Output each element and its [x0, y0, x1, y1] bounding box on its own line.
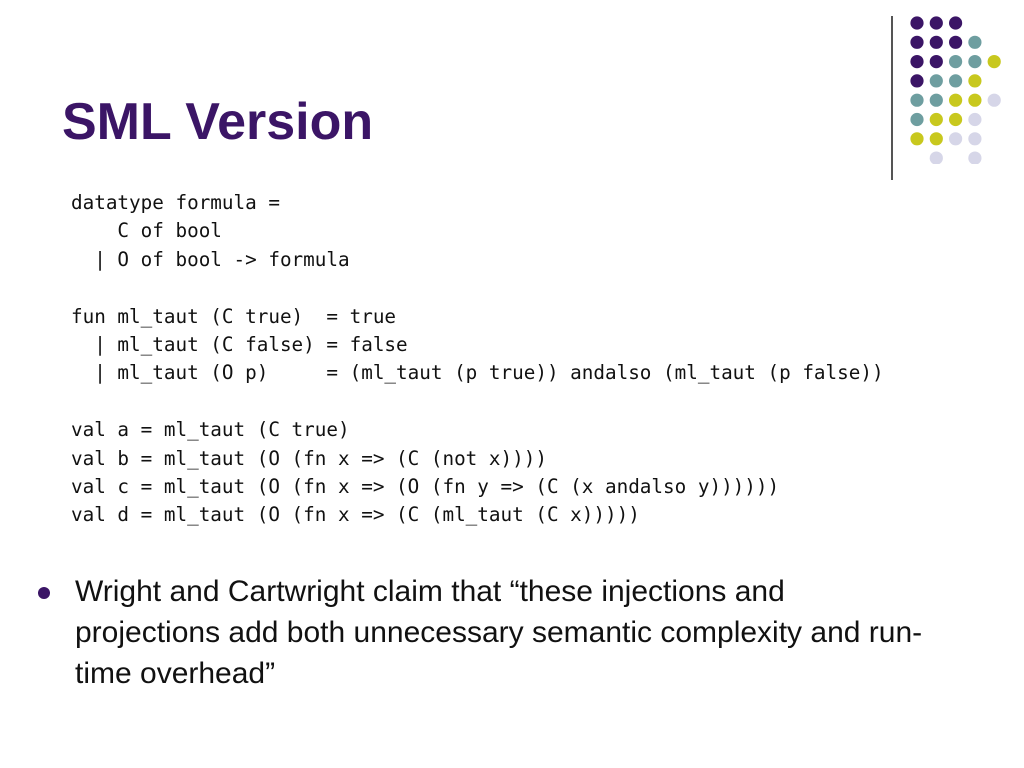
decorative-dot — [968, 112, 982, 127]
slide-title: SML Version — [62, 93, 374, 151]
code-line — [71, 388, 884, 416]
decorative-dot — [949, 132, 963, 146]
decorative-dot — [968, 35, 982, 49]
decorative-dot — [910, 55, 924, 69]
decorative-dot — [949, 55, 963, 69]
decorative-dot — [929, 35, 943, 49]
code-line: | O of bool -> formula — [71, 247, 350, 271]
code-line: val c = ml_taut (O (fn x => (O (fn y => … — [71, 474, 780, 498]
decorative-dot — [910, 35, 924, 49]
decorative-dot — [910, 112, 924, 127]
decorative-dot — [929, 93, 943, 107]
decorative-dot — [949, 112, 963, 127]
decorative-dot — [949, 93, 963, 107]
decorative-dot — [949, 16, 963, 30]
bullet-dot-icon — [38, 587, 50, 599]
decorative-dot — [910, 16, 924, 30]
bullet-item: Wright and Cartwright claim that “these … — [38, 571, 938, 694]
decorative-dot — [929, 112, 943, 127]
title-divider — [891, 16, 893, 180]
code-line: | ml_taut (C false) = false — [71, 332, 408, 356]
decorative-dot — [910, 132, 924, 146]
decorative-dot — [987, 55, 1001, 69]
decorative-dot — [987, 93, 1001, 107]
decorative-dot — [910, 74, 924, 88]
decorative-dot — [910, 93, 924, 107]
decorative-dot — [968, 74, 982, 88]
code-line: | ml_taut (O p) = (ml_taut (p true)) and… — [71, 361, 884, 385]
code-line: fun ml_taut (C true) = true — [71, 304, 397, 328]
code-block: datatype formula = C of bool | O of bool… — [71, 189, 884, 530]
decorative-dot — [968, 93, 982, 107]
decorative-dot — [968, 151, 982, 164]
decorative-dot — [968, 132, 982, 146]
decorative-dot — [949, 74, 963, 88]
bullet-list: Wright and Cartwright claim that “these … — [38, 571, 938, 694]
code-line: val b = ml_taut (O (fn x => (C (not x)))… — [71, 446, 547, 470]
code-line: val a = ml_taut (C true) — [71, 418, 350, 442]
decorative-dot — [929, 74, 943, 88]
code-line: C of bool — [71, 219, 222, 243]
decorative-dot — [929, 16, 943, 30]
decorative-dot — [929, 151, 943, 164]
code-line: datatype formula = — [71, 191, 280, 214]
code-line: val d = ml_taut (O (fn x => (C (ml_taut … — [71, 503, 640, 527]
decorative-dot — [929, 132, 943, 146]
decorative-dot — [968, 55, 982, 69]
code-line — [71, 274, 884, 302]
decorative-dot-grid — [910, 16, 1001, 164]
bullet-text: Wright and Cartwright claim that “these … — [75, 575, 923, 690]
decorative-dot — [929, 55, 943, 69]
decorative-dot — [949, 35, 963, 49]
